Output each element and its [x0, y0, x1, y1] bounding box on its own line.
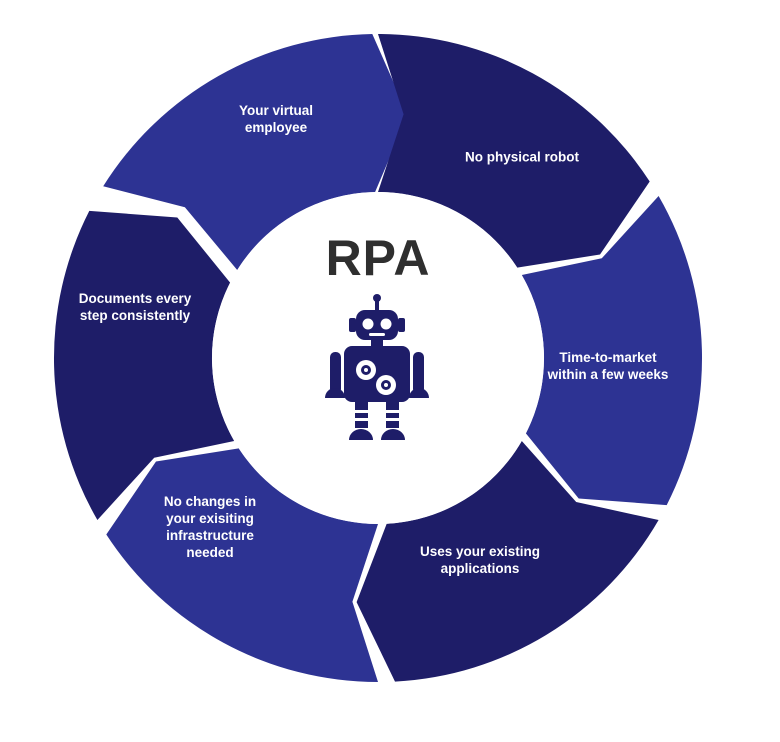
segment-3	[521, 196, 703, 506]
segment-6	[53, 210, 235, 520]
segment-2	[378, 34, 650, 268]
segment-5	[106, 448, 379, 682]
center-title: RPA	[325, 230, 431, 286]
cycle-segments	[53, 34, 703, 682]
segment-label-2: No physical robot	[464, 149, 580, 165]
robot-icon	[325, 294, 429, 440]
segment-1	[103, 34, 408, 270]
segment-4	[356, 441, 659, 682]
